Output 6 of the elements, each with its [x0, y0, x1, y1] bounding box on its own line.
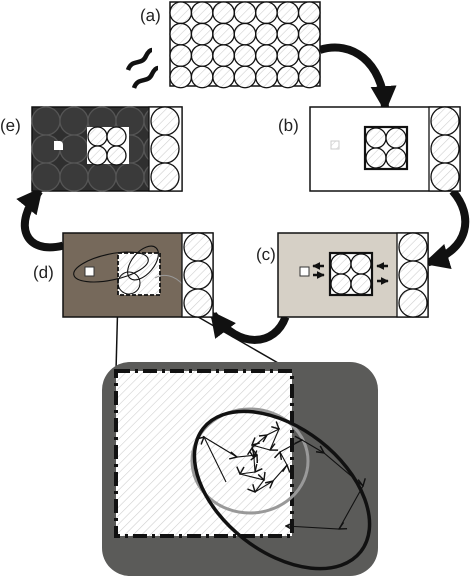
curved-arrow	[210, 310, 290, 344]
panel-label: (a)	[140, 6, 161, 26]
panel-label: (c)	[256, 245, 276, 265]
panel-label: (b)	[278, 116, 299, 136]
panel-label: (d)	[33, 263, 54, 283]
panel-label: (e)	[0, 116, 21, 136]
